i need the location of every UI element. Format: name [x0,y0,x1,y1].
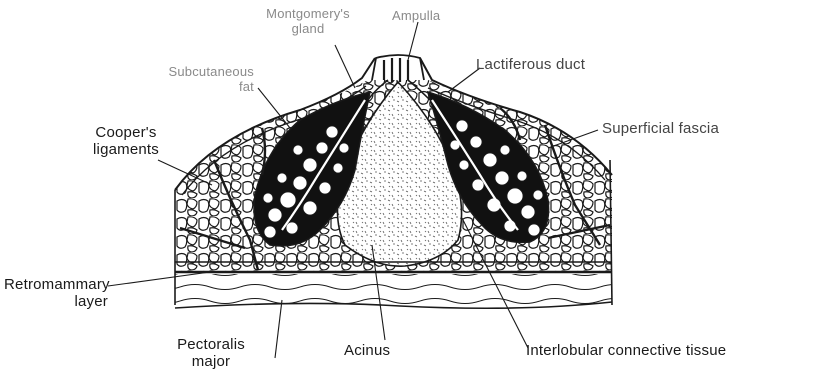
leader-pectoralis [275,300,282,358]
label-retromammary-layer: Retromammary layer [4,276,108,310]
label-coopers-ligaments-line1: Cooper's [80,124,172,141]
pectoralis-muscle [175,274,612,308]
label-acinus: Acinus [344,342,390,359]
label-pectoralis-major: Pectoralis major [156,336,266,370]
nipple [372,55,424,80]
label-superficial-fascia: Superficial fascia [602,120,719,137]
label-interlobular-connective-tissue: Interlobular connective tissue [526,342,726,359]
label-pectoralis-major-line1: Pectoralis [156,336,266,353]
label-subcutaneous-fat: Subcutaneous fat [108,64,254,94]
label-ampulla: Ampulla [392,8,440,23]
label-montgomery-gland-line1: Montgomery's [248,6,368,21]
label-coopers-ligaments-line2: ligaments [80,141,172,158]
label-subcutaneous-fat-line2: fat [108,79,254,94]
leader-montgomery [335,45,355,88]
label-pectoralis-major-line2: major [156,353,266,370]
label-lactiferous-duct: Lactiferous duct [476,56,585,73]
label-montgomery-gland-line2: gland [248,21,368,36]
label-subcutaneous-fat-line1: Subcutaneous [108,64,254,79]
label-retromammary-layer-line1: Retromammary [4,276,108,293]
label-retromammary-layer-line2: layer [4,293,108,310]
label-montgomery-gland: Montgomery's gland [248,6,368,36]
leader-ampulla [408,22,418,60]
label-coopers-ligaments: Cooper's ligaments [80,124,172,158]
